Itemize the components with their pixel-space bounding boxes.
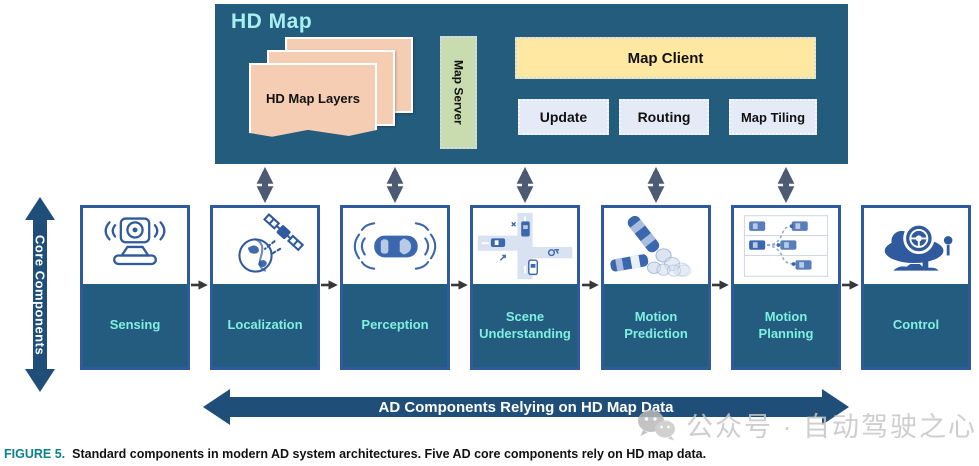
caption-text: Standard components in modern AD system … — [72, 447, 707, 461]
core-components-label: Core Components — [32, 234, 48, 356]
wechat-icon — [638, 409, 675, 440]
component-box-motion-planning: Motion Planning — [731, 205, 841, 370]
hd-map-layers-page-front: HD Map Layers — [249, 63, 377, 137]
component-label: Localization — [227, 317, 303, 333]
satellite-globe-icon — [213, 208, 317, 284]
component-label: Motion Prediction — [624, 308, 688, 341]
camera-icon — [83, 208, 187, 284]
map-tiling-box: Map Tiling — [729, 99, 817, 135]
component-label: Scene Understanding — [479, 308, 571, 341]
intersection-scene-icon — [473, 208, 577, 284]
hd-map-title: HD Map — [231, 10, 313, 33]
component-box-control: Control — [861, 205, 971, 370]
core-components-label-wrap: Core Components — [27, 222, 53, 368]
map-client-label: Map Client — [627, 49, 704, 67]
routing-label: Routing — [637, 109, 691, 125]
map-tiling-label: Map Tiling — [740, 109, 806, 125]
figure-caption: FIGURE 5. Standard components in modern A… — [4, 447, 974, 461]
component-box-sensing: Sensing — [80, 205, 190, 370]
component-box-scene-understanding: Scene Understanding — [470, 205, 580, 370]
watermark: 公众号 · 自动驾驶之心 — [636, 405, 977, 444]
steering-wheel-icon — [864, 208, 968, 284]
routing-box: Routing — [619, 99, 709, 135]
map-client-box: Map Client — [515, 37, 816, 79]
update-label: Update — [539, 109, 588, 125]
map-server-box: Map Server — [440, 36, 477, 149]
component-label: Control — [892, 317, 940, 333]
component-box-perception: Perception — [340, 205, 450, 370]
trajectory-prediction-icon — [604, 208, 708, 284]
component-box-localization: Localization — [210, 205, 320, 370]
component-label: Sensing — [109, 317, 161, 333]
component-label: Motion Planning — [758, 308, 814, 341]
hd-map-layers-label: HD Map Layers — [266, 90, 360, 106]
figure-number: FIGURE 5. — [4, 447, 66, 461]
hd-map-panel: HD Map HD Map Layers Map Server Map Clie… — [215, 4, 848, 164]
update-box: Update — [518, 99, 609, 135]
lane-planning-icon — [734, 208, 838, 284]
component-label: Perception — [361, 317, 429, 333]
hd-map-link-arrows — [256, 166, 795, 204]
car-sensor-icon — [343, 208, 447, 284]
component-box-motion-prediction: Motion Prediction — [601, 205, 711, 370]
map-server-label: Map Server — [451, 60, 466, 125]
watermark-text: 公众号 · 自动驾驶之心 — [686, 412, 977, 442]
